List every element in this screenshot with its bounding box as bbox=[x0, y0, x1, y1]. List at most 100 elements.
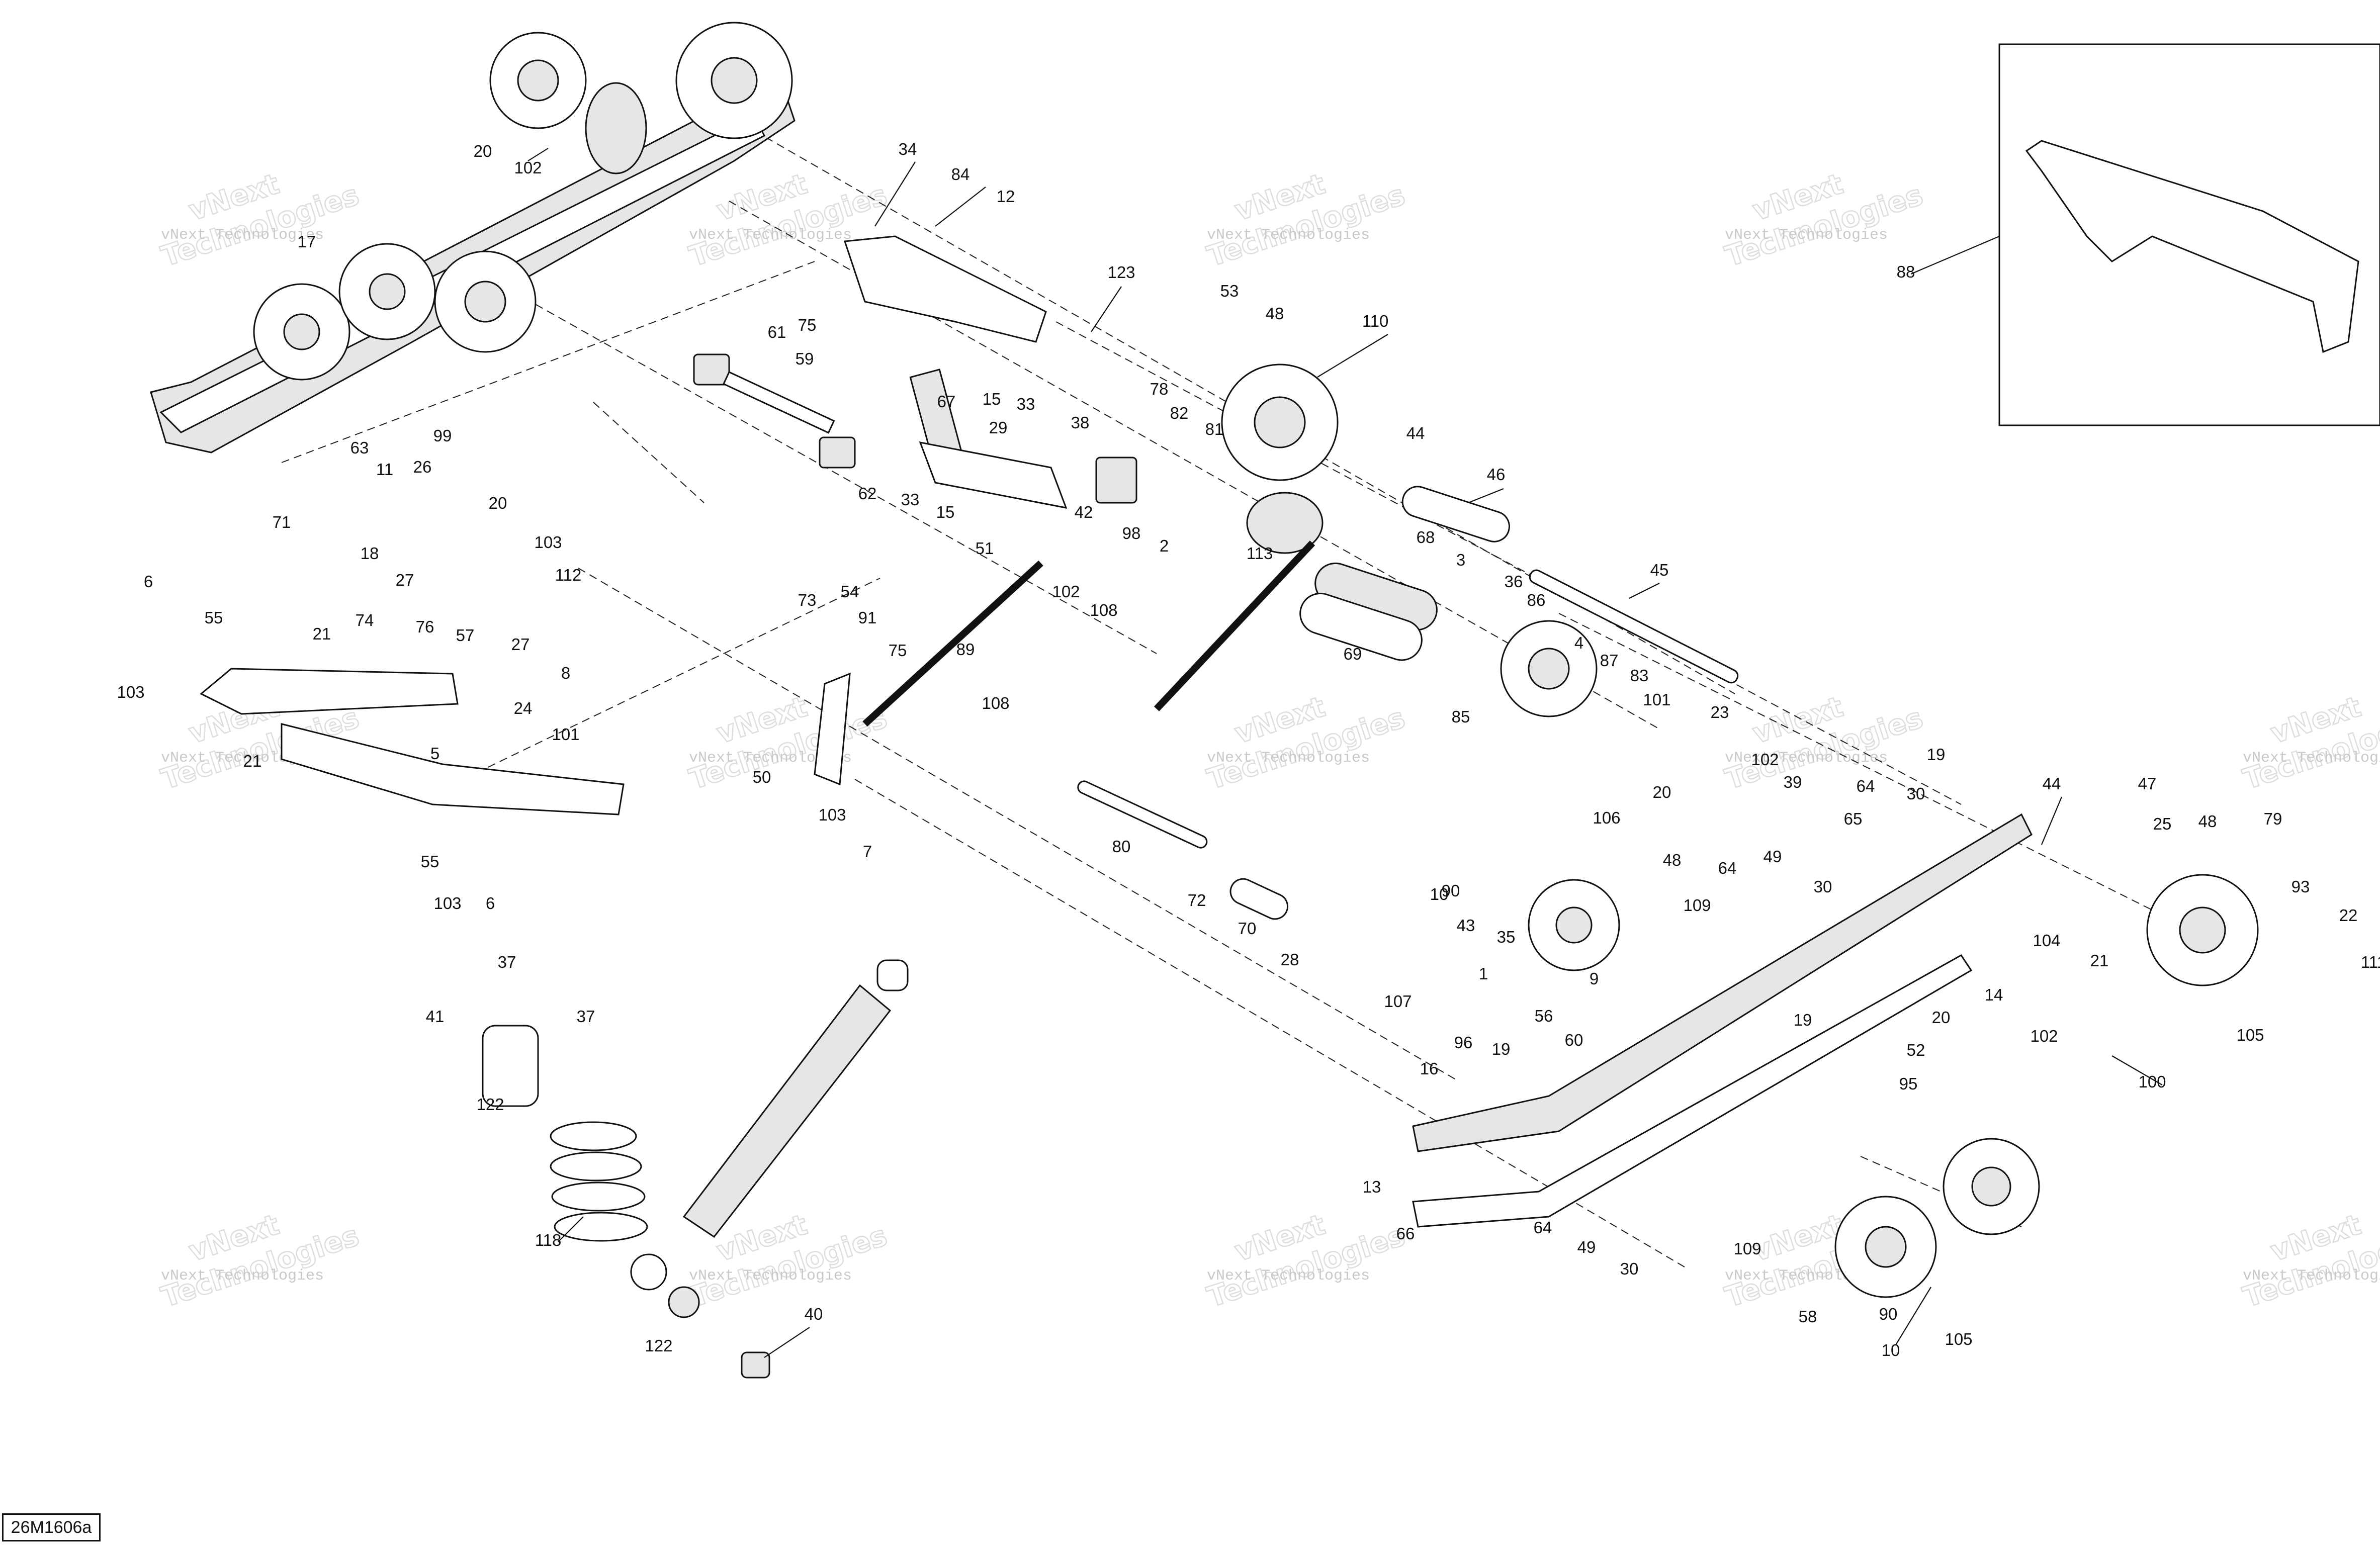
callout-88: 88 bbox=[1897, 262, 1915, 281]
callout-65: 65 bbox=[1844, 809, 1863, 828]
callout-55: 55 bbox=[421, 852, 439, 871]
part-shapes bbox=[150, 22, 2380, 1379]
callout-7: 7 bbox=[863, 842, 872, 861]
callout-24: 24 bbox=[514, 699, 533, 717]
callout-112: 112 bbox=[555, 566, 582, 584]
idler-wheel-mid-2 bbox=[338, 243, 436, 340]
callout-75: 75 bbox=[889, 641, 907, 660]
callout-19: 19 bbox=[1492, 1040, 1511, 1058]
callout-25: 25 bbox=[2153, 814, 2172, 833]
callout-100: 100 bbox=[2138, 1072, 2166, 1091]
callout-29: 29 bbox=[989, 418, 1008, 437]
callout-33: 33 bbox=[901, 490, 920, 509]
callout-14: 14 bbox=[1985, 985, 2003, 1004]
block-98 bbox=[1095, 457, 1137, 504]
callout-64: 64 bbox=[1857, 777, 1875, 795]
callout-56: 56 bbox=[1535, 1007, 1553, 1025]
callout-46: 46 bbox=[1487, 465, 1506, 484]
callout-40: 40 bbox=[805, 1305, 823, 1323]
callout-30: 30 bbox=[1814, 877, 1832, 896]
callout-35: 35 bbox=[1497, 928, 1516, 946]
callout-80: 80 bbox=[1112, 837, 1131, 856]
callout-48: 48 bbox=[2198, 812, 2217, 831]
callout-54: 54 bbox=[841, 582, 859, 601]
wheel-rear-lower bbox=[1943, 1138, 2040, 1235]
callout-45: 45 bbox=[1650, 561, 1669, 579]
callout-3: 3 bbox=[1456, 551, 1465, 569]
callout-55: 55 bbox=[205, 608, 223, 627]
diagram-code-text: 26M1606a bbox=[11, 1517, 92, 1537]
callout-82: 82 bbox=[1170, 404, 1189, 422]
callout-67: 67 bbox=[937, 392, 956, 411]
inset-leader bbox=[1910, 235, 2000, 275]
callout-26: 26 bbox=[413, 458, 432, 476]
callout-87: 87 bbox=[1600, 651, 1619, 670]
callout-61: 61 bbox=[768, 323, 786, 341]
callout-44: 44 bbox=[1406, 424, 1425, 442]
callout-102: 102 bbox=[1751, 750, 1779, 769]
shock-reservoir bbox=[482, 1025, 539, 1107]
shaft-45 bbox=[1529, 569, 1739, 684]
shock-bottom-eye bbox=[668, 1286, 700, 1318]
callout-83: 83 bbox=[1630, 666, 1649, 685]
roller-69 bbox=[1299, 592, 1423, 661]
spring-113 bbox=[1246, 492, 1324, 554]
watermark-small-text: vNext Technologies bbox=[2243, 1267, 2380, 1285]
callout-103: 103 bbox=[818, 805, 846, 824]
wheel-79 bbox=[2146, 874, 2259, 986]
callout-101: 101 bbox=[1643, 690, 1670, 709]
callout-52: 52 bbox=[1907, 1041, 1925, 1059]
callout-15: 15 bbox=[936, 503, 955, 521]
callout-103: 103 bbox=[433, 894, 461, 913]
callout-122: 122 bbox=[645, 1336, 672, 1355]
callout-68: 68 bbox=[1417, 528, 1435, 547]
callout-99: 99 bbox=[433, 426, 452, 445]
callout-108: 108 bbox=[1090, 601, 1117, 619]
bushing-40 bbox=[741, 1351, 770, 1379]
callout-107: 107 bbox=[1384, 992, 1412, 1011]
callout-108: 108 bbox=[982, 694, 1009, 712]
wheel-106 bbox=[1528, 879, 1620, 971]
callout-11: 11 bbox=[376, 460, 393, 479]
wheel-58 bbox=[1834, 1196, 1937, 1298]
callout-48: 48 bbox=[1663, 851, 1682, 869]
callout-13: 13 bbox=[1363, 1177, 1381, 1196]
callout-57: 57 bbox=[456, 626, 475, 645]
callout-21: 21 bbox=[313, 624, 331, 643]
callout-105: 105 bbox=[1945, 1330, 1972, 1348]
spring-top bbox=[585, 82, 647, 174]
callout-104: 104 bbox=[2033, 931, 2060, 950]
callout-34: 34 bbox=[899, 140, 917, 158]
callout-28: 28 bbox=[1281, 950, 1299, 969]
slide-rail-left bbox=[1412, 813, 2033, 1152]
callout-30: 30 bbox=[1907, 784, 1925, 803]
callout-93: 93 bbox=[2291, 877, 2310, 896]
callout-76: 76 bbox=[416, 617, 434, 636]
callout-72: 72 bbox=[1188, 891, 1206, 910]
callout-105: 105 bbox=[2236, 1026, 2264, 1044]
idler-wheel-top-left bbox=[489, 32, 587, 129]
callout-41: 41 bbox=[426, 1007, 445, 1026]
callout-79: 79 bbox=[2264, 809, 2282, 828]
callout-39: 39 bbox=[1784, 773, 1802, 791]
callout-90: 90 bbox=[1879, 1305, 1898, 1323]
callout-58: 58 bbox=[1799, 1307, 1817, 1326]
callout-69: 69 bbox=[1344, 645, 1362, 663]
callout-102: 102 bbox=[1052, 582, 1080, 601]
callout-103: 103 bbox=[117, 683, 144, 701]
callout-20: 20 bbox=[1932, 1008, 1951, 1027]
callout-20: 20 bbox=[1653, 783, 1671, 801]
callout-98: 98 bbox=[1122, 524, 1141, 542]
lower-arm-frame bbox=[281, 723, 625, 815]
callout-30: 30 bbox=[1620, 1259, 1639, 1278]
callout-42: 42 bbox=[1075, 503, 1093, 521]
callout-103: 103 bbox=[534, 533, 562, 552]
callout-59: 59 bbox=[796, 349, 814, 368]
